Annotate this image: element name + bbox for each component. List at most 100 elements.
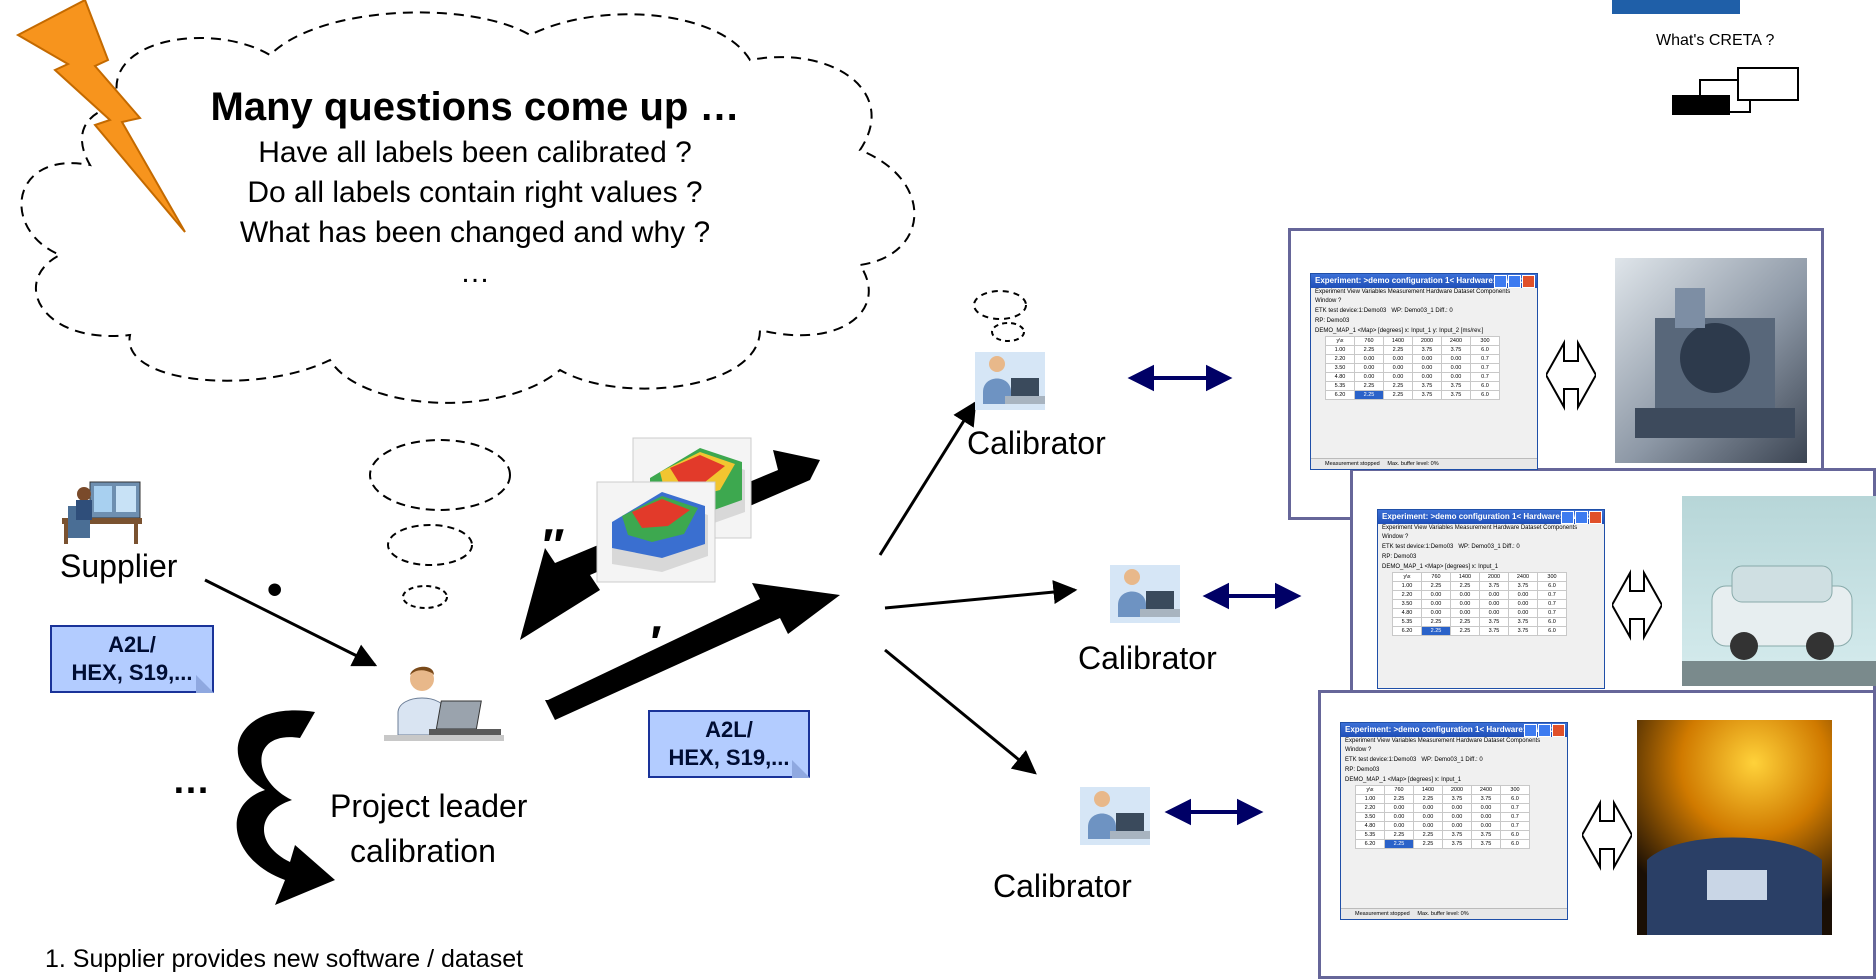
table-cell[interactable]: 0.00 bbox=[1450, 590, 1480, 600]
table-cell[interactable]: 2.25 bbox=[1384, 794, 1414, 804]
table-cell[interactable]: 0.7 bbox=[1470, 363, 1500, 373]
table-cell[interactable]: 0.00 bbox=[1413, 821, 1443, 831]
table-cell[interactable]: 0.00 bbox=[1412, 372, 1442, 382]
maximize-icon[interactable] bbox=[1575, 511, 1588, 524]
table-cell[interactable]: 0.00 bbox=[1384, 821, 1414, 831]
table-cell[interactable]: 2.25 bbox=[1383, 345, 1413, 355]
table-cell[interactable]: 2.25 bbox=[1383, 381, 1413, 391]
table-cell[interactable]: 1.00 bbox=[1392, 581, 1422, 591]
table-cell[interactable]: 0.00 bbox=[1421, 590, 1451, 600]
close-icon[interactable] bbox=[1552, 724, 1565, 737]
table-cell[interactable]: 2.25 bbox=[1383, 390, 1413, 400]
table-cell[interactable]: 2.25 bbox=[1413, 830, 1443, 840]
table-cell[interactable]: 0.00 bbox=[1471, 803, 1501, 813]
table-cell[interactable]: 0.00 bbox=[1442, 812, 1472, 822]
table-cell[interactable]: 0.00 bbox=[1450, 599, 1480, 609]
table-cell[interactable]: 0.00 bbox=[1442, 821, 1472, 831]
table-cell[interactable]: 0.00 bbox=[1384, 812, 1414, 822]
table-cell[interactable]: 0.00 bbox=[1412, 354, 1442, 364]
table-cell[interactable]: 0.7 bbox=[1470, 372, 1500, 382]
table-cell[interactable]: 3.75 bbox=[1442, 794, 1472, 804]
table-cell[interactable]: 6.20 bbox=[1325, 390, 1355, 400]
table-cell[interactable]: 0.00 bbox=[1421, 599, 1451, 609]
table-cell[interactable]: 2.25 bbox=[1354, 345, 1384, 355]
table-cell[interactable]: 0.00 bbox=[1383, 372, 1413, 382]
table-cell[interactable]: 0.00 bbox=[1413, 803, 1443, 813]
table-cell[interactable]: 0.00 bbox=[1442, 803, 1472, 813]
table-cell[interactable]: 6.20 bbox=[1355, 839, 1385, 849]
table-cell[interactable]: 0.00 bbox=[1383, 363, 1413, 373]
table-cell[interactable]: 2.25 bbox=[1413, 794, 1443, 804]
table-cell[interactable]: 0.00 bbox=[1471, 812, 1501, 822]
app-menu[interactable]: Experiment View Variables Measurement Ha… bbox=[1315, 289, 1511, 295]
table-cell[interactable]: 6.0 bbox=[1500, 839, 1530, 849]
table-cell[interactable]: 3.75 bbox=[1471, 830, 1501, 840]
table-cell[interactable]: 2.25 bbox=[1450, 617, 1480, 627]
minimize-icon[interactable] bbox=[1524, 724, 1537, 737]
table-cell[interactable]: 3.75 bbox=[1412, 345, 1442, 355]
device-select[interactable]: ETK test device:1:Demo03 bbox=[1315, 308, 1387, 314]
device-select[interactable]: ETK test device:1:Demo03 bbox=[1345, 757, 1417, 763]
table-cell[interactable]: 2.25 bbox=[1421, 617, 1451, 627]
table-cell[interactable]: 0.00 bbox=[1508, 608, 1538, 618]
table-cell[interactable]: 2.25 bbox=[1384, 830, 1414, 840]
table-cell[interactable]: 3.50 bbox=[1392, 599, 1422, 609]
table-cell[interactable]: 6.0 bbox=[1500, 794, 1530, 804]
table-cell[interactable]: 2.25 bbox=[1421, 581, 1451, 591]
map-select[interactable]: DEMO_MAP_1 <Map> bbox=[1382, 564, 1444, 570]
table-cell[interactable]: 6.20 bbox=[1392, 626, 1422, 636]
device-select[interactable]: ETK test device:1:Demo03 bbox=[1382, 544, 1454, 550]
table-cell[interactable]: 3.50 bbox=[1325, 363, 1355, 373]
table-cell-selected[interactable]: 2.25 bbox=[1421, 626, 1451, 636]
table-cell[interactable]: 0.00 bbox=[1508, 590, 1538, 600]
table-cell[interactable]: 1.00 bbox=[1325, 345, 1355, 355]
minimize-icon[interactable] bbox=[1494, 275, 1507, 288]
table-cell[interactable]: 5.35 bbox=[1392, 617, 1422, 627]
table-cell[interactable]: 0.00 bbox=[1479, 608, 1509, 618]
table-cell[interactable]: 0.00 bbox=[1450, 608, 1480, 618]
close-icon[interactable] bbox=[1589, 511, 1602, 524]
table-cell[interactable]: 3.75 bbox=[1479, 626, 1509, 636]
maximize-icon[interactable] bbox=[1538, 724, 1551, 737]
app-menu-window[interactable]: Window ? bbox=[1345, 747, 1372, 753]
table-cell[interactable]: 0.00 bbox=[1508, 599, 1538, 609]
table-cell[interactable]: 3.75 bbox=[1471, 794, 1501, 804]
table-cell[interactable]: 6.0 bbox=[1470, 390, 1500, 400]
table-cell[interactable]: 3.75 bbox=[1441, 390, 1471, 400]
table-cell[interactable]: 0.00 bbox=[1354, 354, 1384, 364]
table-cell[interactable]: 3.75 bbox=[1412, 390, 1442, 400]
table-cell[interactable]: 2.20 bbox=[1325, 354, 1355, 364]
table-cell[interactable]: 3.75 bbox=[1441, 345, 1471, 355]
table-cell[interactable]: 3.75 bbox=[1471, 839, 1501, 849]
table-cell[interactable]: 6.0 bbox=[1537, 617, 1567, 627]
table-cell[interactable]: 0.00 bbox=[1479, 590, 1509, 600]
table-cell[interactable]: 0.00 bbox=[1479, 599, 1509, 609]
map-select[interactable]: DEMO_MAP_1 <Map> bbox=[1315, 328, 1377, 334]
table-cell[interactable]: 0.00 bbox=[1354, 363, 1384, 373]
table-cell[interactable]: 3.50 bbox=[1355, 812, 1385, 822]
table-cell[interactable]: 2.25 bbox=[1354, 381, 1384, 391]
table-cell[interactable]: 0.00 bbox=[1471, 821, 1501, 831]
table-cell[interactable]: 4.80 bbox=[1392, 608, 1422, 618]
table-cell[interactable]: 3.75 bbox=[1508, 617, 1538, 627]
table-cell[interactable]: 0.00 bbox=[1412, 363, 1442, 373]
table-cell[interactable]: 0.7 bbox=[1500, 821, 1530, 831]
table-cell[interactable]: 0.00 bbox=[1421, 608, 1451, 618]
table-cell[interactable]: 0.7 bbox=[1537, 590, 1567, 600]
table-cell[interactable]: 0.7 bbox=[1470, 354, 1500, 364]
app-menu[interactable]: Experiment View Variables Measurement Ha… bbox=[1382, 525, 1578, 531]
table-cell[interactable]: 0.00 bbox=[1383, 354, 1413, 364]
table-cell[interactable]: 2.25 bbox=[1450, 581, 1480, 591]
table-cell[interactable]: 6.0 bbox=[1500, 830, 1530, 840]
table-cell[interactable]: 3.75 bbox=[1508, 626, 1538, 636]
table-cell[interactable]: 0.7 bbox=[1500, 803, 1530, 813]
app-menu-window[interactable]: Window ? bbox=[1382, 534, 1409, 540]
table-cell[interactable]: 0.7 bbox=[1537, 599, 1567, 609]
table-cell[interactable]: 0.00 bbox=[1354, 372, 1384, 382]
table-cell[interactable]: 3.75 bbox=[1412, 381, 1442, 391]
maximize-icon[interactable] bbox=[1508, 275, 1521, 288]
table-cell[interactable]: 3.75 bbox=[1479, 617, 1509, 627]
table-cell[interactable]: 0.7 bbox=[1500, 812, 1530, 822]
table-cell-selected[interactable]: 2.25 bbox=[1384, 839, 1414, 849]
